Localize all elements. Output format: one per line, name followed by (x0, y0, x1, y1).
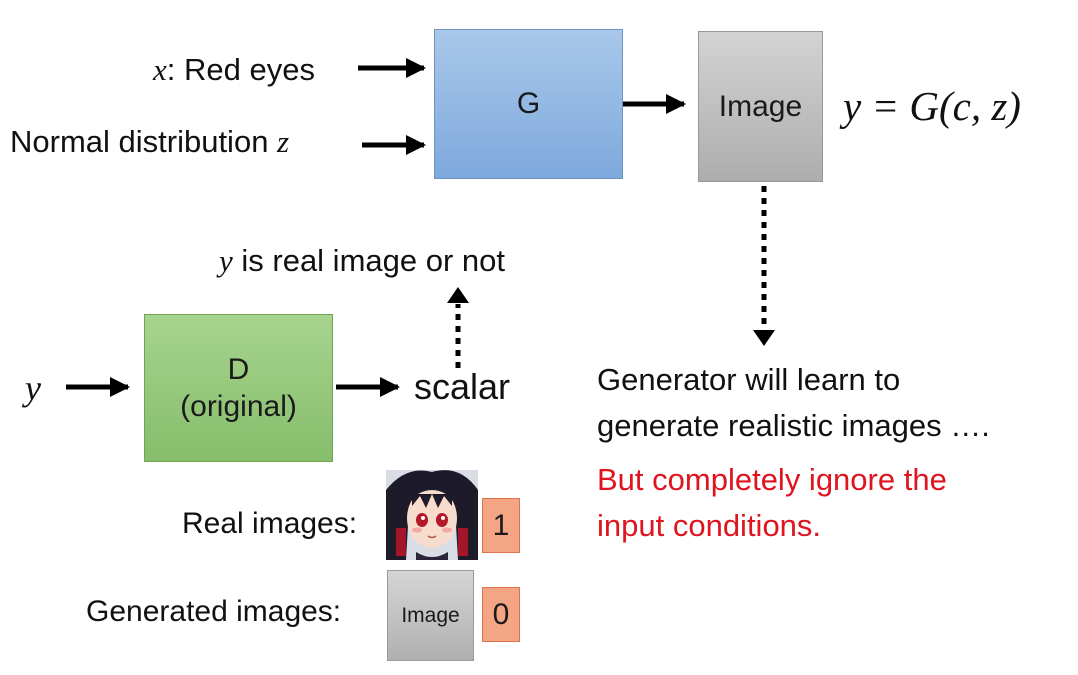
x-condition-text: : Red eyes (166, 52, 315, 87)
discriminator-box: D (original) (144, 314, 333, 462)
output-image-box: Image (698, 31, 823, 182)
discriminator-question: y is real image or not (219, 245, 505, 276)
generated-image-target-0: 0 (482, 587, 520, 642)
note-line-2: generate realistic images …. (597, 408, 990, 443)
z-distribution-text: Normal distribution (10, 124, 278, 159)
generated-image-box: Image (387, 570, 474, 661)
question-text: is real image or not (232, 243, 505, 278)
scalar-output: scalar (414, 366, 511, 407)
discriminator-subtitle: (original) (180, 390, 297, 423)
generator-equation: y = G(c, z) (843, 83, 1021, 129)
warning-line-1: But completely ignore the (597, 462, 947, 497)
real-anime-face-image (386, 470, 478, 560)
generator-box: G (434, 29, 623, 179)
output-image-label: Image (718, 89, 803, 123)
real-image-target-1: 1 (482, 498, 520, 553)
note-line-1: Generator will learn to (597, 362, 901, 397)
arrow-scalar-to-question-head (447, 287, 469, 303)
input-x-label: x: Red eyes (153, 54, 315, 85)
x-variable: x (153, 52, 167, 87)
generator-label: G (516, 87, 541, 120)
generated-images-label: Generated images: (86, 595, 342, 628)
warning-line-2: input conditions. (597, 508, 822, 543)
z-variable: z (277, 124, 290, 159)
generated-image-label: Image (401, 603, 460, 627)
question-y-variable: y (219, 243, 233, 278)
real-images-label: Real images: (182, 507, 358, 540)
discriminator-title: D (227, 352, 250, 386)
arrow-image-to-note-head (753, 330, 775, 346)
discriminator-input-y: y (25, 368, 41, 408)
input-z-label: Normal distribution z (10, 126, 289, 157)
